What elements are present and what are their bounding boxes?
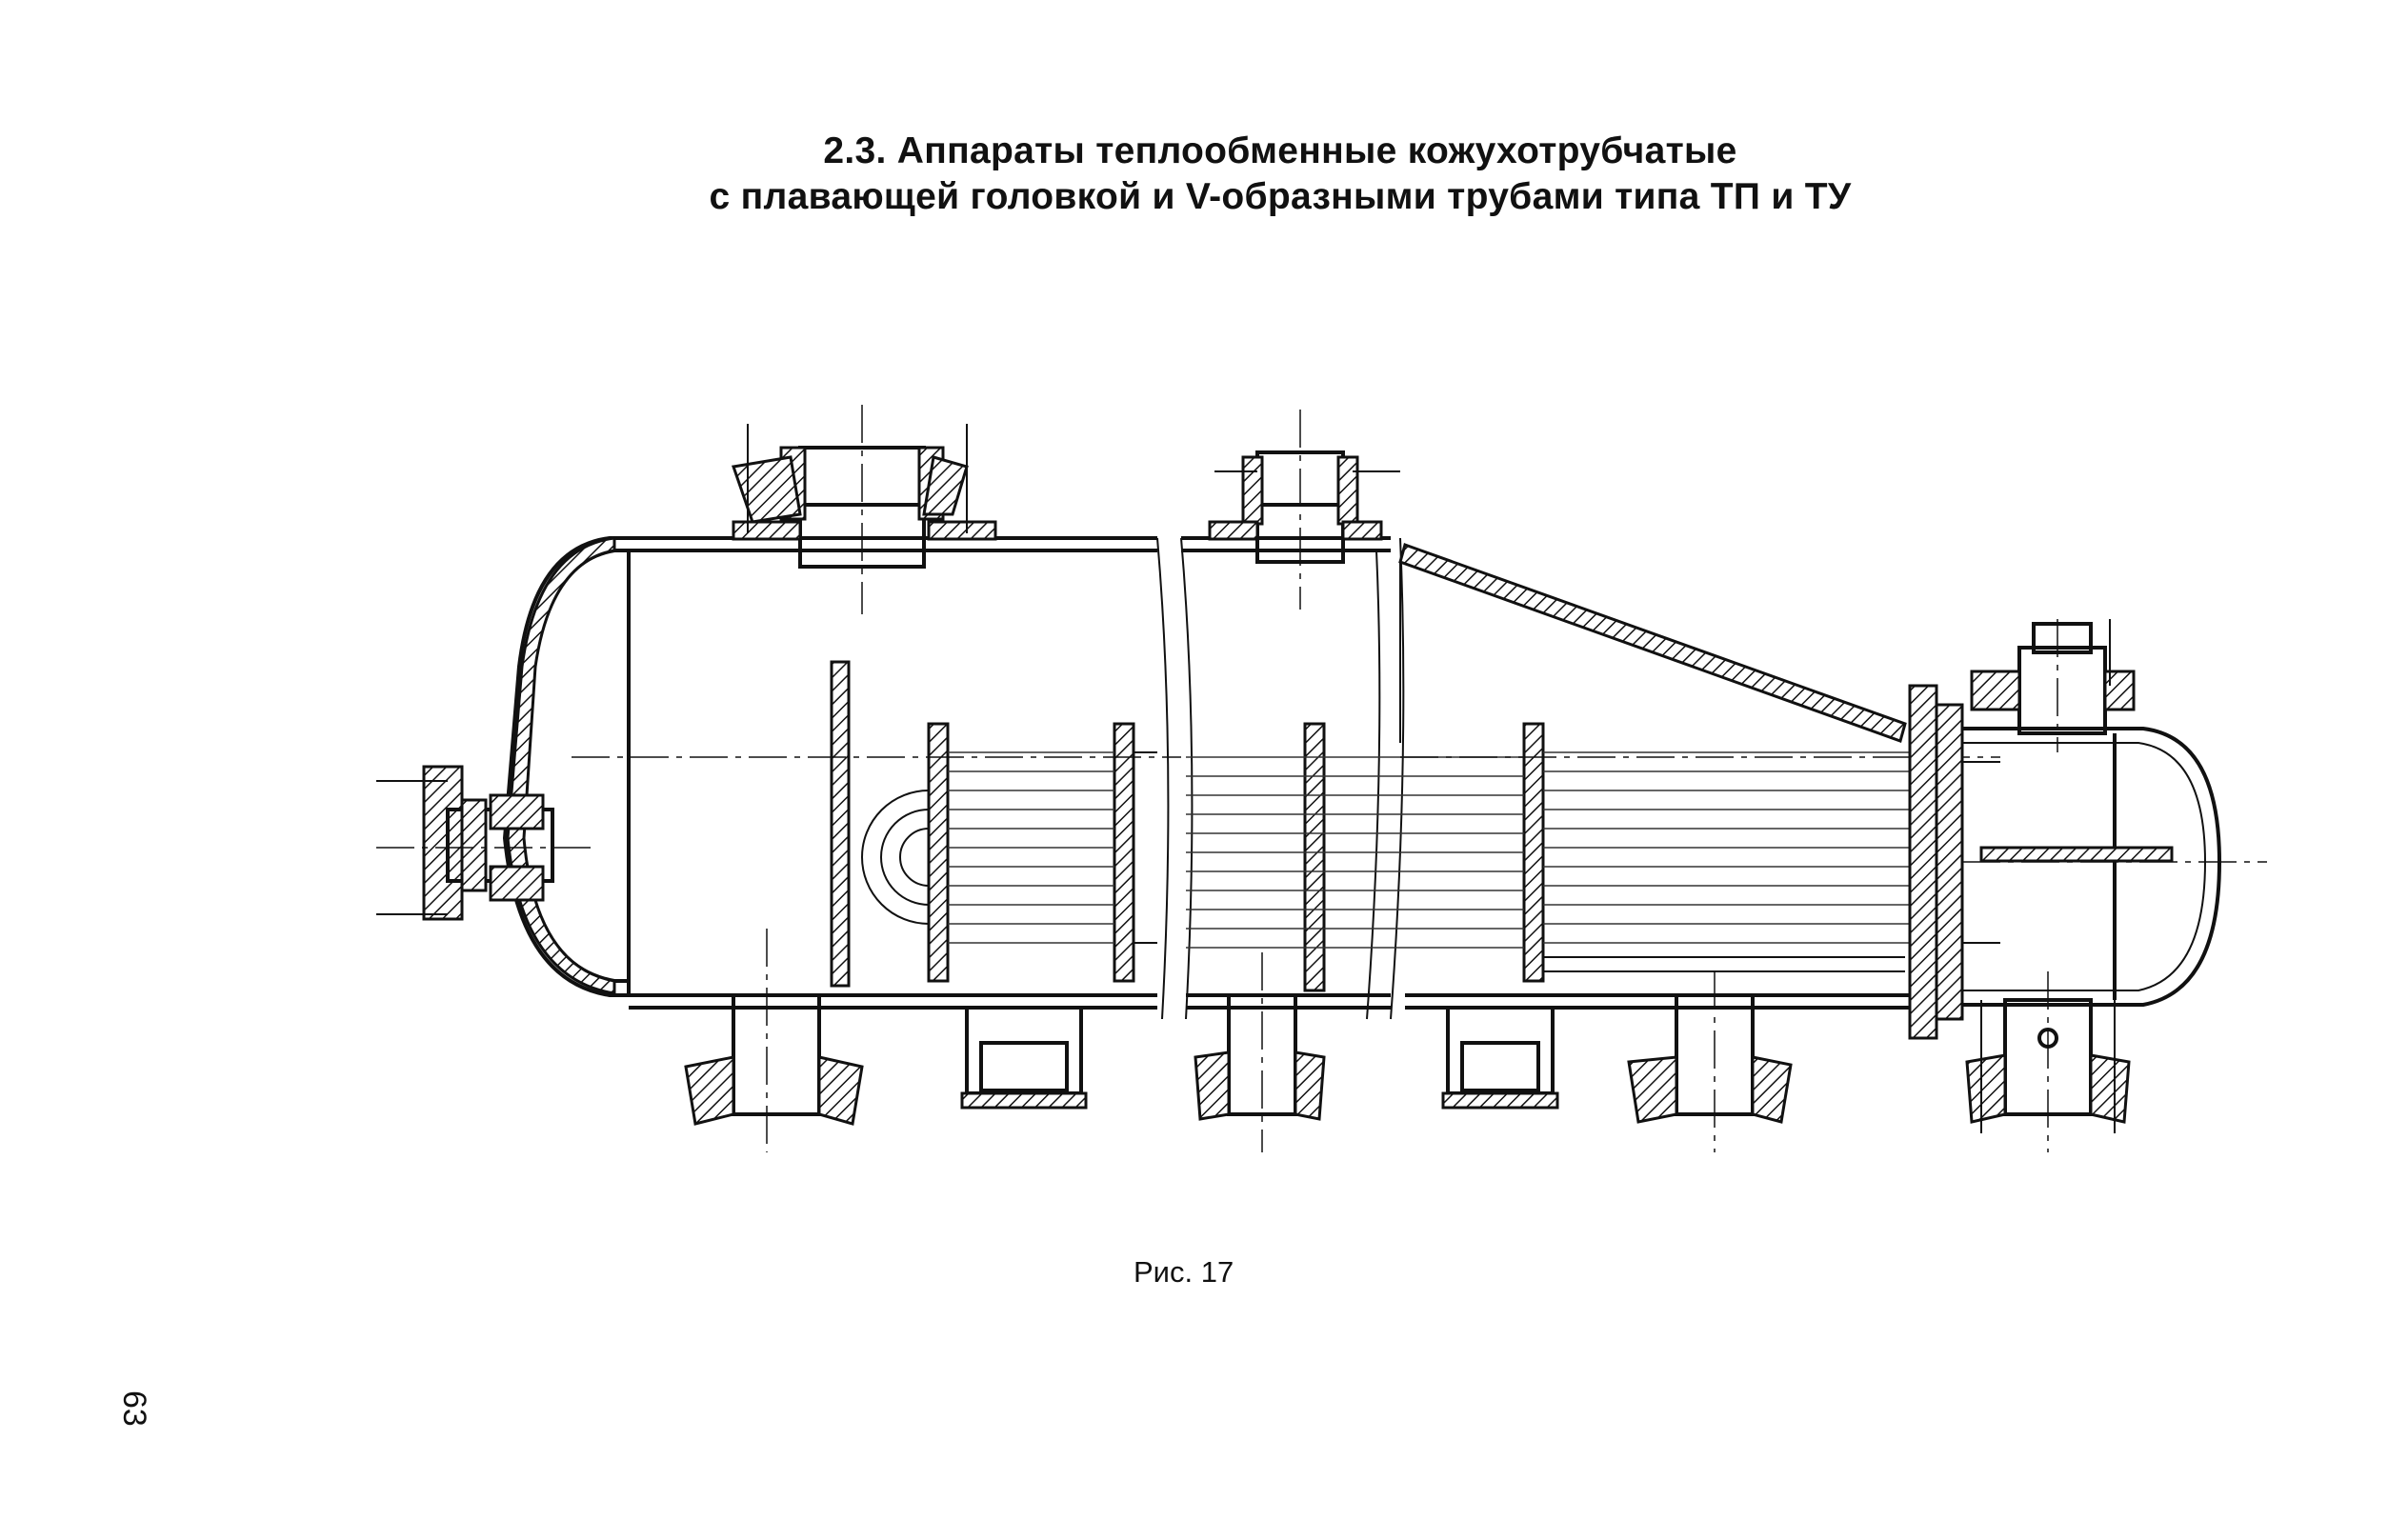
bottom-nozzle-4 — [1965, 971, 2131, 1152]
bottom-nozzle-1 — [684, 929, 864, 1152]
bottom-nozzle-2 — [1194, 952, 1326, 1152]
bottom-nozzle-3 — [1627, 971, 1793, 1152]
figure-caption: Рис. 17 — [1134, 1255, 1234, 1289]
saddle-support-2 — [1441, 1006, 1559, 1110]
tube-bundle-left — [572, 722, 1181, 983]
left-side-nozzle — [376, 765, 591, 921]
saddle-support-1 — [960, 1006, 1088, 1110]
conical-shell-section — [1398, 543, 2000, 1010]
section-title-line-2: с плавающей головкой и V-образными труба… — [709, 176, 1852, 217]
top-nozzle-3 — [1970, 619, 2136, 752]
floating-head — [1908, 684, 2267, 1040]
page-number: 63 — [116, 1390, 152, 1427]
middle-shell-section — [1156, 536, 1545, 1020]
section-title-line-1: 2.3. Аппараты теплообменные кожухотрубча… — [823, 130, 1737, 171]
top-nozzle-2 — [1208, 410, 1400, 610]
left-shell-section — [502, 536, 1157, 1010]
top-nozzle-1 — [732, 405, 997, 614]
